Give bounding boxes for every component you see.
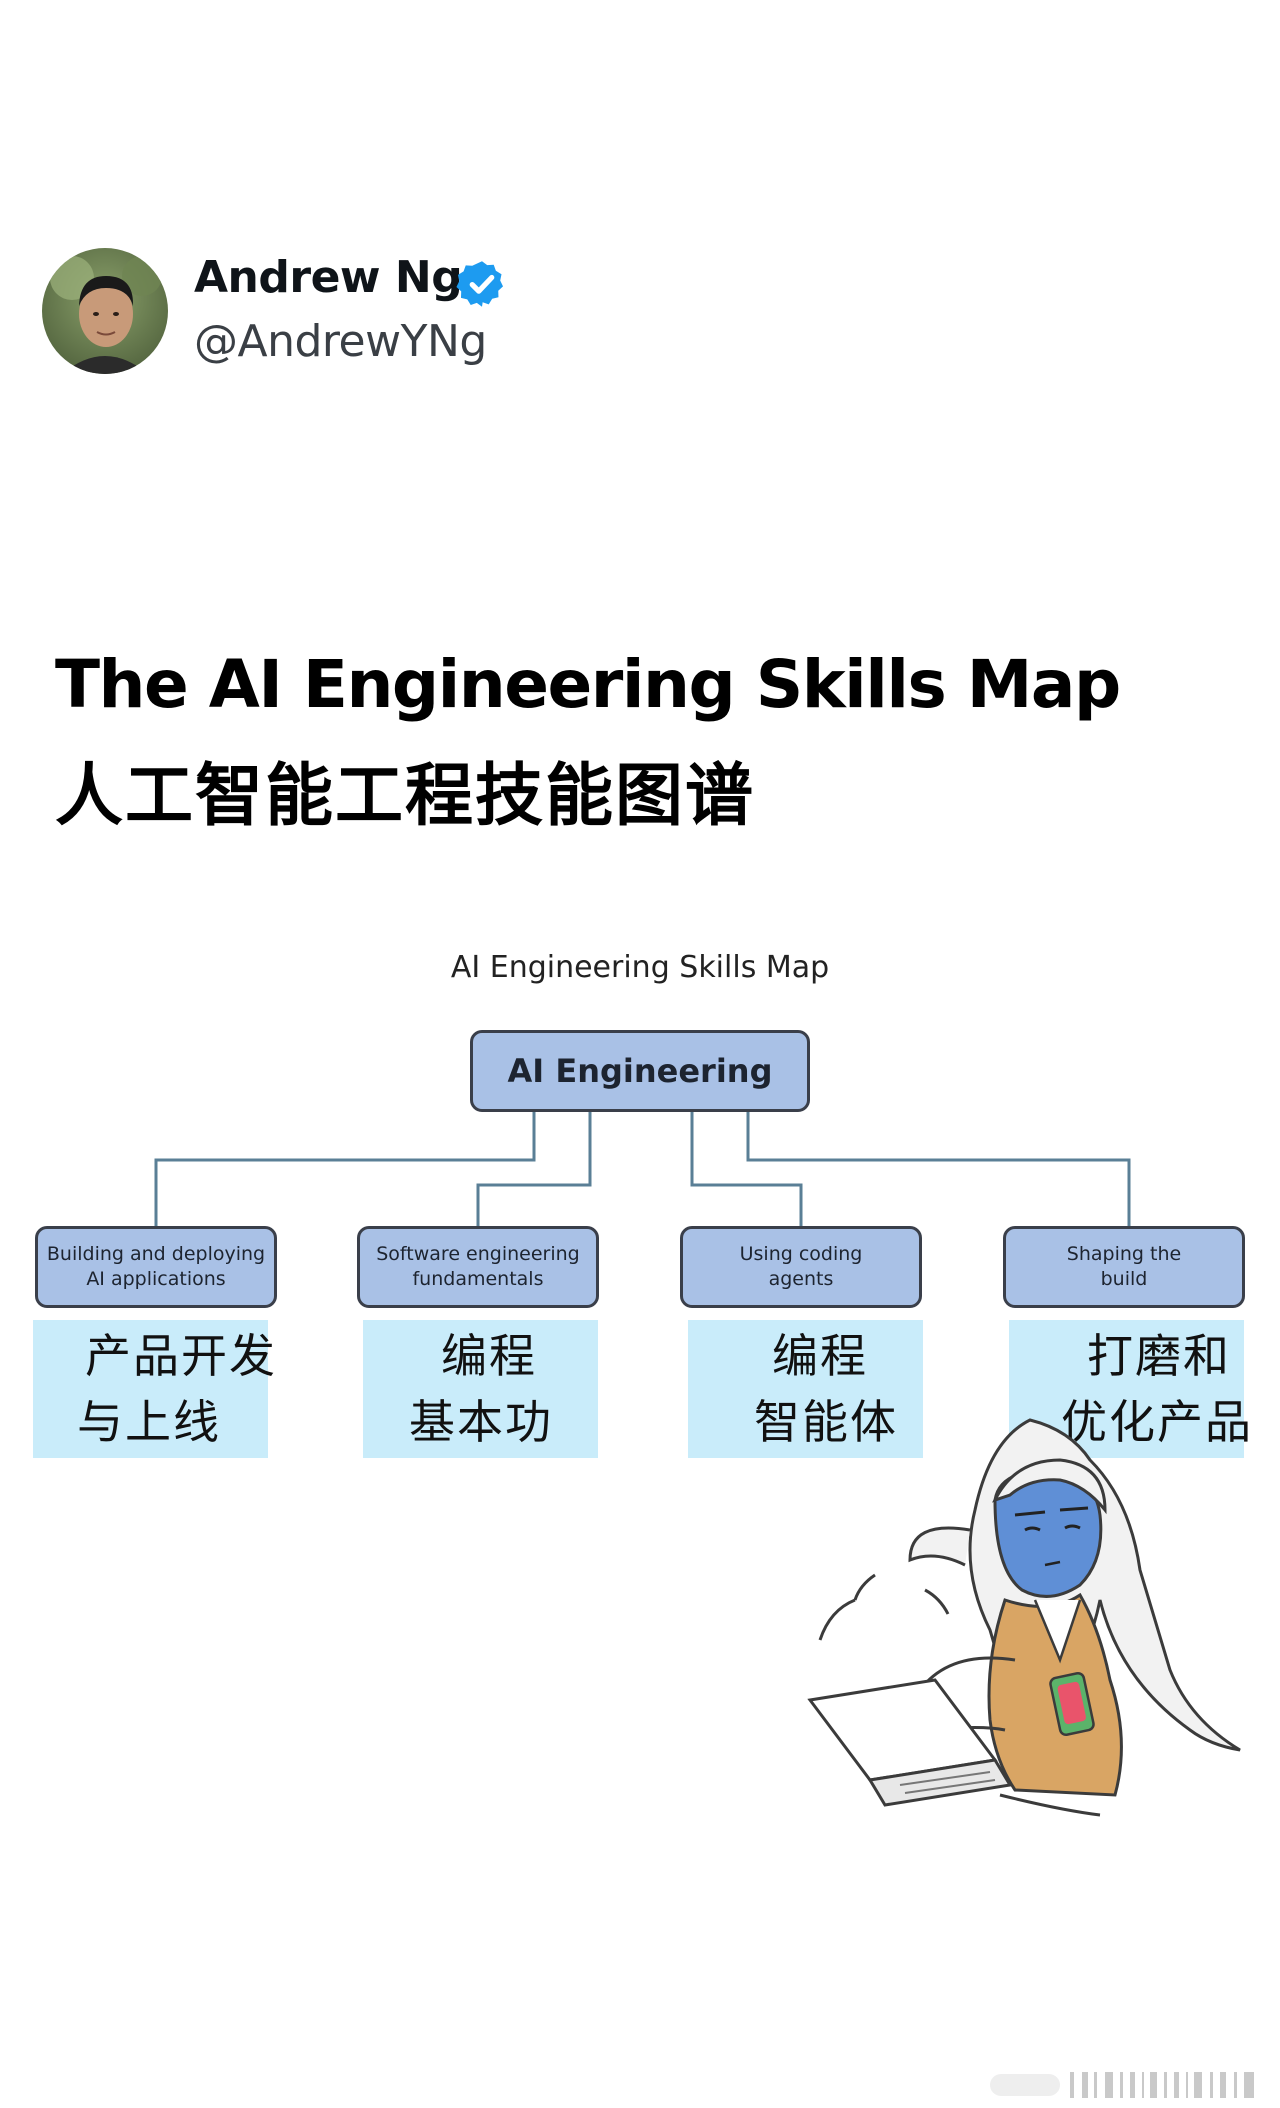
child-node-label-line: AI applications — [86, 1268, 226, 1290]
connector-1 — [154, 1112, 536, 1226]
zh-annotation-line: 智能体 — [754, 1395, 898, 1449]
root-node-ai-engineering: AI Engineering — [470, 1030, 810, 1112]
zh-annotation-box: 产品开发 与上线 — [33, 1320, 277, 1458]
headline-chinese: 人工智能工程技能图谱 — [55, 757, 756, 836]
zh-annotation-line: 产品开发 — [85, 1329, 277, 1383]
zh-annotation-line: 打磨和 — [1087, 1329, 1231, 1383]
cartoon-character-typing-laptop-icon — [760, 1400, 1260, 1860]
child-node-shaping-build: Shaping the build — [1003, 1226, 1245, 1308]
user-handle[interactable]: @AndrewYNg — [194, 316, 487, 367]
child-node-coding-agents: Using coding agents — [680, 1226, 922, 1308]
child-node-label-line: Software engineering — [376, 1243, 580, 1265]
zh-annotation-line: 与上线 — [77, 1395, 221, 1449]
zh-annotation-line: 编程 — [772, 1329, 868, 1383]
connector-2 — [476, 1112, 592, 1226]
connector-3 — [690, 1112, 803, 1226]
child-node-label-line: Shaping the — [1066, 1243, 1182, 1265]
child-node-label-line: Using coding — [739, 1243, 863, 1265]
child-node-label-line: agents — [768, 1268, 834, 1290]
child-node-building-deploying: Building and deploying AI applications — [35, 1226, 277, 1308]
display-name[interactable]: Andrew Ng — [194, 252, 463, 303]
headline-english: The AI Engineering Skills Map — [55, 646, 1121, 723]
verified-badge-icon — [456, 258, 508, 310]
zh-annotation-line: 编程 — [441, 1329, 537, 1383]
watermark-barcode-icon — [990, 2070, 1260, 2100]
child-node-software-engineering: Software engineering fundamentals — [357, 1226, 599, 1308]
zh-annotation-line: 优化产品 — [1061, 1395, 1253, 1449]
zh-annotation-line: 基本功 — [409, 1395, 553, 1449]
zh-annotation-box: 编程 基本功 — [363, 1320, 598, 1458]
child-node-label-line: fundamentals — [412, 1268, 544, 1290]
child-node-label-line: Building and deploying — [46, 1243, 266, 1265]
connector-4 — [746, 1112, 1131, 1226]
zh-annotation-box: 编程 智能体 — [688, 1320, 923, 1458]
diagram-title: AI Engineering Skills Map — [450, 950, 830, 985]
child-node-label-line: build — [1100, 1268, 1148, 1290]
